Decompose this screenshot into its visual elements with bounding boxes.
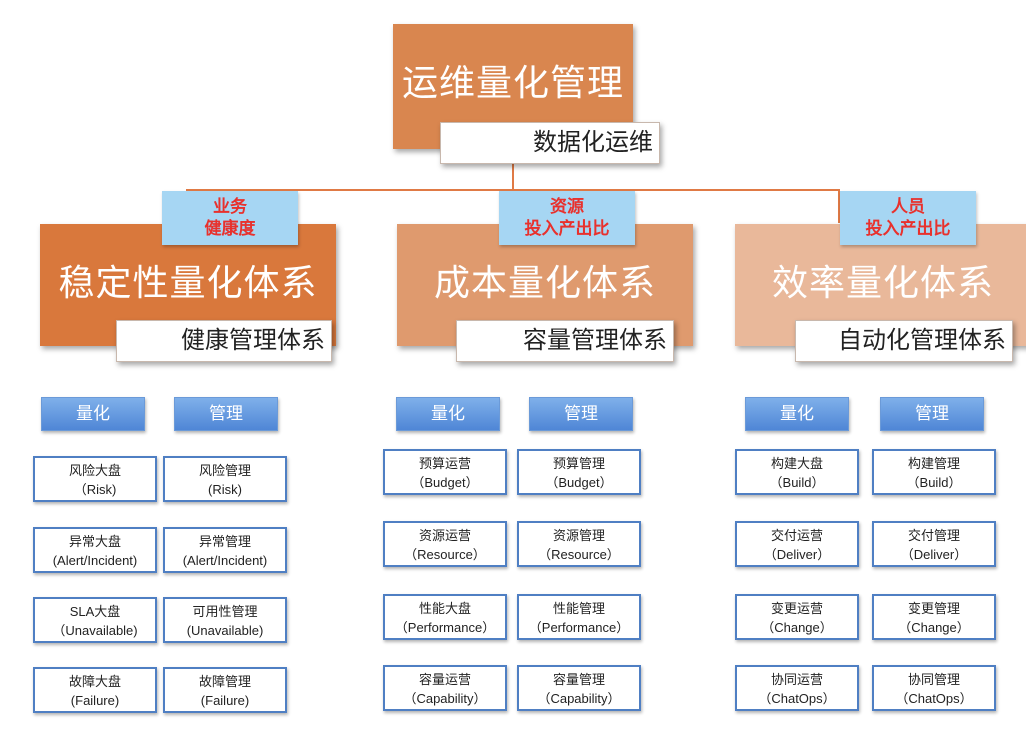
leaf-cn: 交付运营 (770, 528, 823, 543)
leaf-box: 风险管理 (Risk) (163, 456, 287, 502)
leaf-en: (Unavailable) (186, 623, 264, 638)
leaf-box: 构建管理 （Build） (872, 449, 996, 495)
leaf-box: SLA大盘 （Unavailable) (33, 597, 157, 643)
leaf-cn: 异常大盘 (68, 534, 121, 549)
leaf-cn: 可用性管理 (192, 604, 258, 619)
leaf-box: 交付运营 （Deliver） (735, 521, 859, 567)
leaf-en: （Unavailable) (52, 623, 138, 638)
leaf-en: （Risk) (73, 482, 117, 497)
leaf-en: （Deliver） (763, 547, 831, 562)
system-tag: 资源 投入产出比 (499, 191, 635, 245)
leaf-en: （Performance） (528, 620, 630, 635)
header-manage: 管理 (529, 397, 633, 431)
leaf-box: 资源管理 （Resource） (517, 521, 641, 567)
leaf-cn: 异常管理 (198, 534, 251, 549)
leaf-en: （ChatOps） (895, 691, 973, 706)
leaf-box: 协同管理 （ChatOps） (872, 665, 996, 711)
header-quantify: 量化 (745, 397, 849, 431)
leaf-en: (Failure) (70, 693, 120, 708)
tag-line-2: 健康度 (204, 219, 256, 238)
system-title: 成本量化体系 (433, 262, 656, 303)
leaf-en: （Deliver） (900, 547, 968, 562)
leaf-en: （Change） (761, 620, 833, 635)
leaf-cn: 构建大盘 (770, 456, 823, 471)
leaf-box: 容量运营 （Capability） (383, 665, 507, 711)
leaf-box: 可用性管理 (Unavailable) (163, 597, 287, 643)
leaf-en: （ChatOps） (758, 691, 836, 706)
leaf-box: 性能大盘 （Performance） (383, 594, 507, 640)
leaf-cn: 性能管理 (552, 601, 605, 616)
leaf-en: (Failure) (200, 693, 250, 708)
leaf-cn: 资源管理 (552, 528, 605, 543)
leaf-en: （Resource） (404, 547, 486, 562)
leaf-box: 故障大盘 (Failure) (33, 667, 157, 713)
tag-line-1: 人员 (891, 197, 925, 216)
system-title: 效率量化体系 (771, 262, 994, 303)
leaf-en: （Build） (906, 475, 962, 490)
leaf-box: 协同运营 （ChatOps） (735, 665, 859, 711)
connector-right-down (838, 189, 840, 223)
leaf-cn: 构建管理 (907, 456, 960, 471)
system-title: 稳定性量化体系 (58, 262, 318, 303)
leaf-box: 变更管理 （Change） (872, 594, 996, 640)
leaf-box: 预算运营 （Budget） (383, 449, 507, 495)
leaf-en: (Alert/Incident) (52, 553, 138, 568)
leaf-cn: 风险大盘 (68, 463, 121, 478)
leaf-box: 变更运营 （Change） (735, 594, 859, 640)
root-title: 运维量化管理 (401, 62, 624, 103)
tag-line-2: 投入产出比 (524, 219, 610, 238)
leaf-box: 异常管理 (Alert/Incident) (163, 527, 287, 573)
leaf-en: （Budget） (411, 475, 479, 490)
leaf-box: 资源运营 （Resource） (383, 521, 507, 567)
header-quantify: 量化 (396, 397, 500, 431)
leaf-cn: 容量运营 (418, 672, 471, 687)
leaf-en: （Build） (769, 475, 825, 490)
tag-line-1: 业务 (213, 197, 247, 216)
root-subtitle: 数据化运维 (440, 122, 660, 164)
leaf-cn: 性能大盘 (418, 601, 471, 616)
leaf-en: (Risk) (208, 482, 242, 497)
leaf-box: 容量管理 （Capability） (517, 665, 641, 711)
leaf-cn: SLA大盘 (69, 604, 121, 619)
leaf-box: 交付管理 （Deliver） (872, 521, 996, 567)
leaf-cn: 交付管理 (907, 528, 960, 543)
leaf-cn: 故障管理 (198, 674, 251, 689)
leaf-en: （Change） (898, 620, 970, 635)
leaf-cn: 协同管理 (907, 672, 960, 687)
leaf-box: 风险大盘 （Risk) (33, 456, 157, 502)
leaf-cn: 预算管理 (552, 456, 605, 471)
system-tag: 人员 投入产出比 (840, 191, 976, 245)
header-quantify: 量化 (41, 397, 145, 431)
leaf-box: 异常大盘 (Alert/Incident) (33, 527, 157, 573)
leaf-en: (Alert/Incident) (182, 553, 268, 568)
tag-line-1: 资源 (550, 197, 584, 216)
leaf-en: （Resource） (538, 547, 620, 562)
system-subtitle: 容量管理体系 (456, 320, 674, 362)
leaf-cn: 变更管理 (907, 601, 960, 616)
leaf-en: （Capability） (537, 691, 621, 706)
system-subtitle: 自动化管理体系 (795, 320, 1013, 362)
leaf-cn: 资源运营 (418, 528, 471, 543)
connector-root-down (512, 160, 514, 190)
header-manage: 管理 (880, 397, 984, 431)
leaf-box: 预算管理 （Budget） (517, 449, 641, 495)
system-tag: 业务 健康度 (162, 191, 298, 245)
leaf-box: 构建大盘 （Build） (735, 449, 859, 495)
leaf-box: 性能管理 （Performance） (517, 594, 641, 640)
leaf-cn: 变更运营 (770, 601, 823, 616)
leaf-en: （Capability） (403, 691, 487, 706)
leaf-cn: 故障大盘 (68, 674, 121, 689)
leaf-cn: 预算运营 (418, 456, 471, 471)
leaf-cn: 容量管理 (552, 672, 605, 687)
leaf-en: （Performance） (394, 620, 496, 635)
system-subtitle: 健康管理体系 (116, 320, 332, 362)
header-manage: 管理 (174, 397, 278, 431)
leaf-cn: 风险管理 (198, 463, 251, 478)
leaf-box: 故障管理 (Failure) (163, 667, 287, 713)
tag-line-2: 投入产出比 (865, 219, 951, 238)
leaf-cn: 协同运营 (770, 672, 823, 687)
leaf-en: （Budget） (545, 475, 613, 490)
